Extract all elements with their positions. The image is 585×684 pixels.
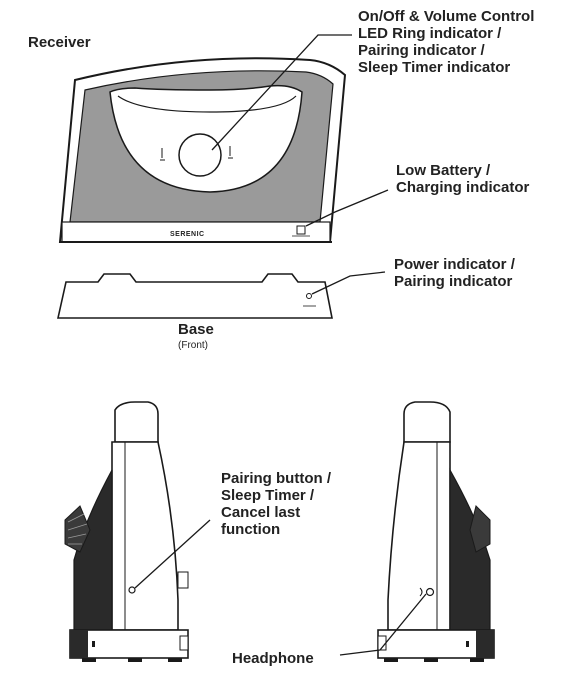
volume-knob xyxy=(178,133,222,177)
volume-dial-side xyxy=(64,505,91,553)
control-leader xyxy=(211,34,352,151)
control-callout-line: Sleep Timer indicator xyxy=(358,59,511,76)
headphone-leader xyxy=(339,593,427,656)
power-indicator xyxy=(306,293,312,299)
pairing-callout: Pairing button / Sleep Timer / Cancel la… xyxy=(221,470,331,538)
headphone-jack xyxy=(425,587,435,597)
receiver-front xyxy=(58,34,389,243)
control-callout-line: Pairing indicator / xyxy=(358,42,485,59)
pairing-callout-line: Cancel last xyxy=(221,504,301,521)
base-front xyxy=(57,271,386,319)
pairing-leader xyxy=(134,519,211,589)
brand-logo: SERENIC xyxy=(170,231,205,238)
receiver-label: Receiver xyxy=(28,34,91,51)
pairing-button xyxy=(128,586,136,594)
power-callout: Power indicator / Pairing indicator xyxy=(394,256,515,290)
battery-leader xyxy=(305,189,389,227)
side-view-left xyxy=(64,401,211,662)
control-callout-line: LED Ring indicator / xyxy=(358,25,502,42)
base-label: Base xyxy=(178,321,214,338)
pairing-callout-line: Sleep Timer / xyxy=(221,487,315,504)
side-view-right xyxy=(339,401,495,662)
base-sub-label: (Front) xyxy=(178,340,208,351)
battery-callout: Low Battery / Charging indicator xyxy=(396,162,529,196)
volume-marks xyxy=(160,146,233,161)
power-callout-line: Pairing indicator xyxy=(394,273,513,290)
battery-indicator xyxy=(296,225,306,235)
power-callout-line: Power indicator / xyxy=(394,256,515,273)
power-leader xyxy=(311,271,386,295)
battery-callout-line: Low Battery / xyxy=(396,162,491,179)
battery-callout-line: Charging indicator xyxy=(396,179,530,196)
headphone-label: Headphone xyxy=(232,650,314,667)
pairing-callout-line: function xyxy=(221,521,281,538)
control-callout-line: On/Off & Volume Control xyxy=(358,8,535,25)
pairing-callout-line: Pairing button / xyxy=(221,470,331,487)
control-callout: On/Off & Volume Control LED Ring indicat… xyxy=(358,8,534,76)
